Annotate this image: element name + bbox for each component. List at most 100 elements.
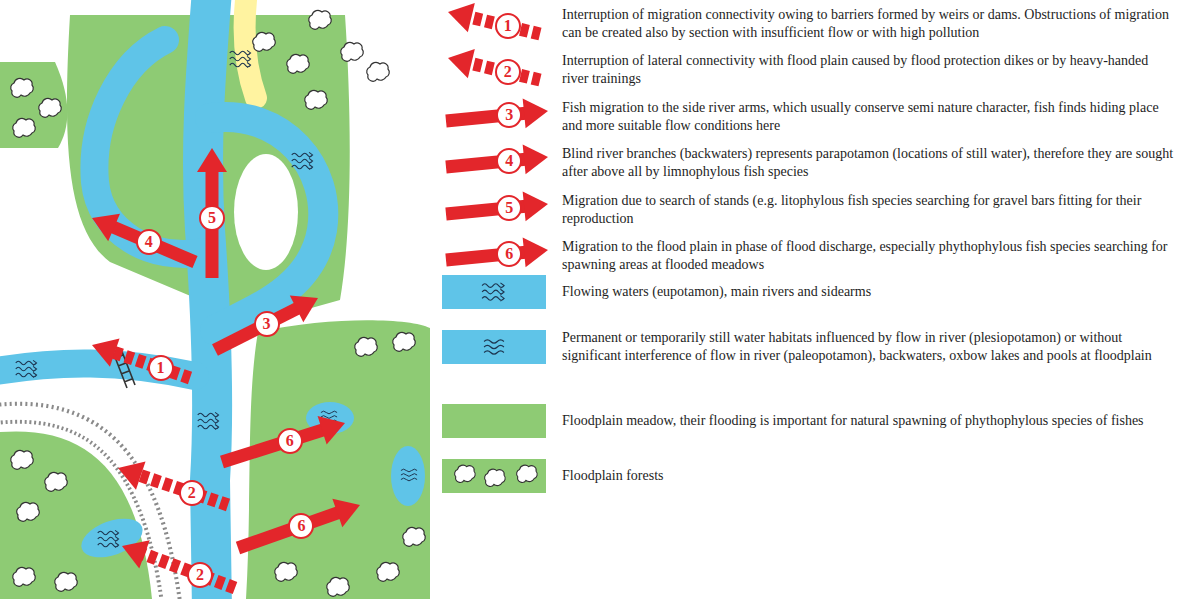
migration-arrows [86,148,365,599]
arrow-head [332,491,365,527]
tree-symbol [13,118,36,137]
arrow-shaft [110,226,195,262]
migration-arrow [217,409,349,477]
arrow-shaft [238,512,341,548]
tree-symbol [305,90,328,109]
arrow-head [113,454,145,490]
river-system [0,0,425,599]
legend-swatch [442,404,546,438]
tree-symbol [341,42,364,61]
legend-text: Interruption of migration connectivity o… [562,6,1178,42]
still-water-symbol [484,340,504,354]
migration-arrow [445,235,550,275]
callout-number: 6 [288,513,314,539]
floodplain-meadow [0,431,152,599]
tree-symbol [517,465,538,482]
legend-text: Fish migration to the side river arms, w… [562,99,1178,135]
main-river [203,0,212,599]
tree-symbol [367,62,390,81]
callout-number: 3 [496,102,522,128]
migration-arrow [445,96,550,136]
tree-symbol [309,10,332,29]
tree-symbol [45,472,68,491]
arrow-head [318,409,350,445]
interrupted-migration-arrow [87,331,195,392]
arrow-head [523,142,550,174]
interrupted-migration-arrow [445,0,544,49]
flowing-water-symbol [16,360,37,377]
callout-number: 3 [254,311,280,337]
tree-symbol [11,78,34,97]
swatch-fill [442,330,546,364]
legend-text: Floodplain forests [562,467,1178,485]
callout-number: 2 [495,59,521,85]
legend-text: Flowing waters (eupotamon), main rivers … [562,283,1178,301]
tree-symbol [327,577,350,596]
arrow-shaft [215,307,300,350]
arrow-head [523,235,550,267]
tree-symbol [11,450,34,469]
arrow-head [87,331,119,367]
arrow-head [197,148,227,172]
floodplain-pool [391,446,425,506]
callout-number: 4 [136,229,162,255]
interrupted-migration-arrow [113,454,233,519]
map-symbols [11,10,426,596]
migration-arrow [445,142,550,182]
legend-text: Permanent or temporarily still water hab… [562,329,1178,365]
arrow-shaft [141,553,235,588]
arrow-head [86,204,120,241]
migration-arrow [445,189,550,229]
dike-crest [0,413,172,599]
callout-number: 6 [496,241,522,267]
tree-symbol [253,32,276,51]
tree-symbol [393,332,416,351]
callout-number: 6 [277,428,303,454]
flowing-water-symbol [292,152,313,169]
tree-symbol [39,98,62,117]
swatch-fill [442,275,546,309]
legend-text: Migration to the flood plain in phase of… [562,238,1178,274]
still-water-symbol [401,469,417,481]
interrupted-migration-arrow [117,532,240,599]
dike-slope [0,413,172,599]
tree-symbol [377,562,400,581]
tree-symbol [403,527,426,546]
tree-symbol [355,337,378,356]
swatch-fill [442,459,546,493]
callout-number: 2 [179,480,205,506]
arrow-head [290,285,325,323]
legend-swatch [442,459,546,493]
migration-arrow [86,204,201,276]
tree-symbol [455,465,476,482]
tree-symbol [13,567,36,586]
legend-swatch [442,330,546,364]
callout-number: 1 [495,13,521,39]
arrow-head [523,96,550,128]
legend-arrows [445,0,550,275]
tree-symbol [17,502,40,521]
callout-number: 4 [496,148,522,174]
migration-arrow [208,285,325,364]
flowing-water-symbol [230,50,251,67]
arrow-head [445,43,475,78]
legend-text: Floodplain meadow, their flooding is imp… [562,412,1178,430]
legend-text: Interruption of lateral connectivity wit… [562,52,1178,88]
flowing-water-symbol [98,530,119,547]
callout-number: 5 [199,205,225,231]
tree-symbol [55,572,78,591]
tree-symbol [275,562,298,581]
swatch-fill [442,404,546,438]
migration-arrow [197,148,227,278]
floodplain-meadow [0,62,67,148]
arrow-head [445,0,475,32]
tree-symbol [287,54,310,73]
legend-swatch [442,275,546,309]
tree-symbol [485,469,506,486]
arrow-shaft [137,474,228,505]
floodplain-meadow [246,320,430,599]
callout-number: 1 [148,355,174,381]
arrow-shaft [222,429,326,462]
arrow-head [523,189,550,221]
